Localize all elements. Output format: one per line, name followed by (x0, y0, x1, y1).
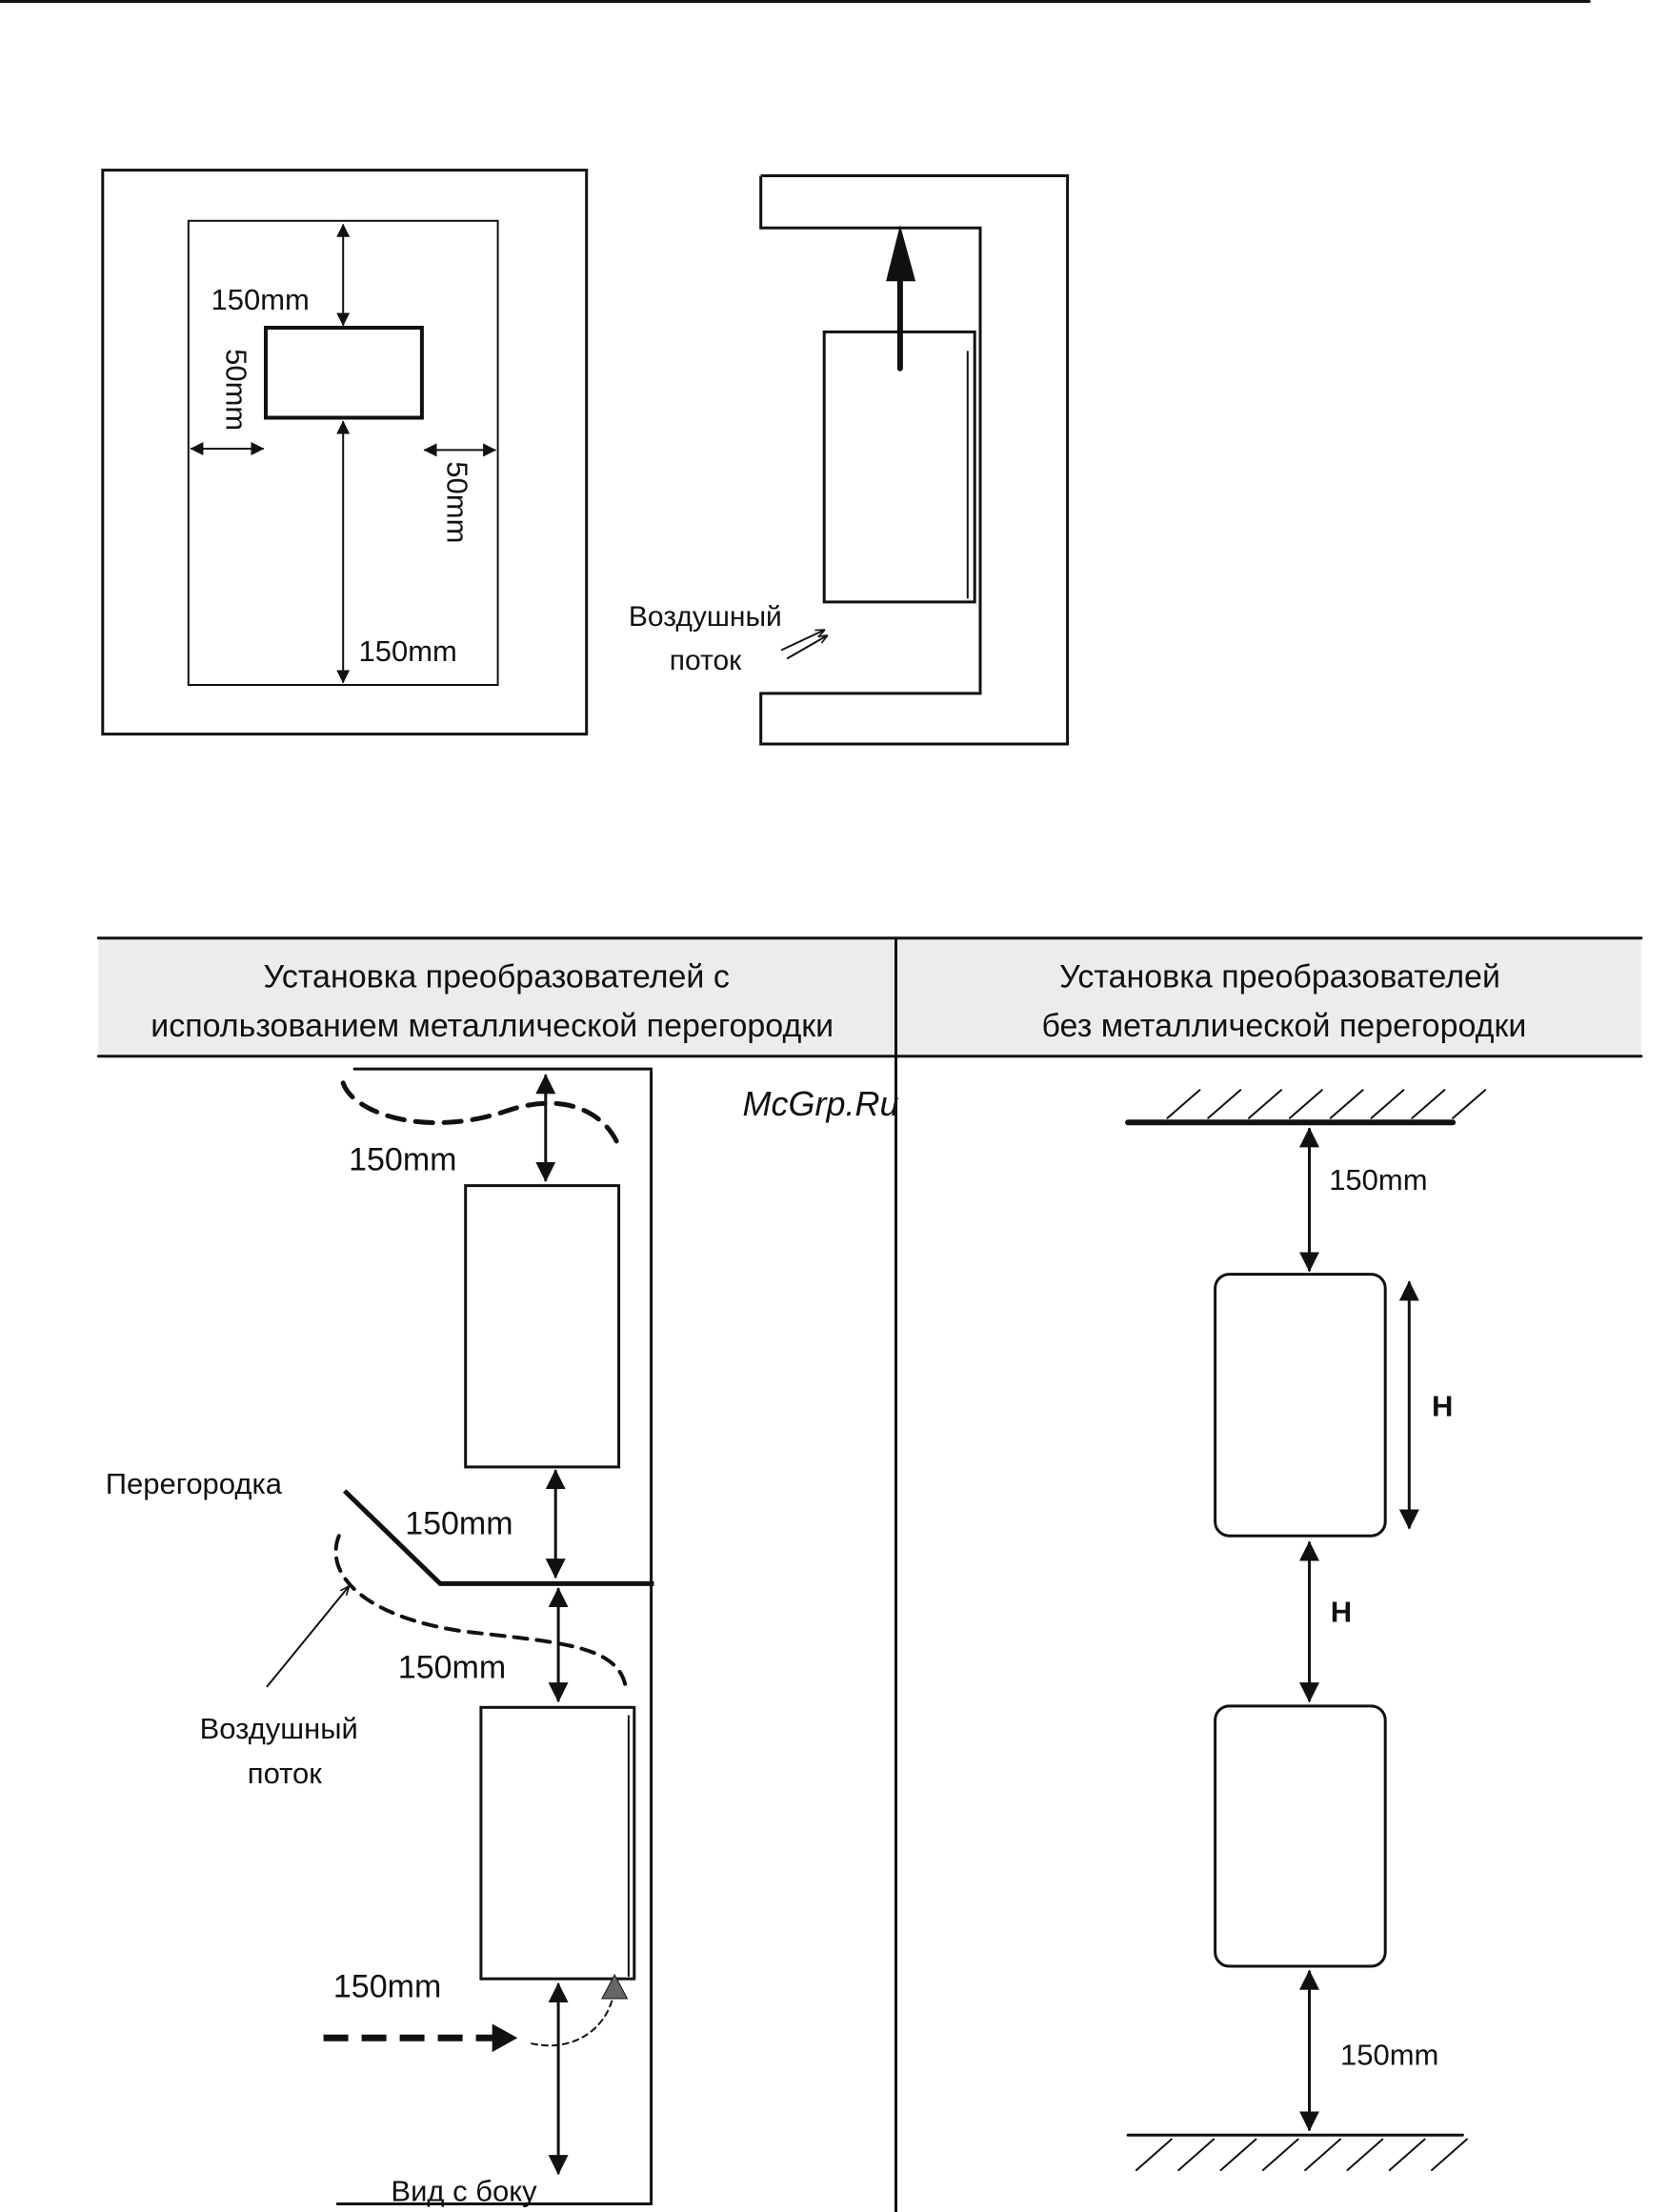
side-bracket (761, 176, 1068, 745)
left-lower-unit (481, 1707, 634, 1979)
right-ceiling-hatch (1412, 1090, 1444, 1118)
installation-table: Установка преобразователей с использовани… (98, 938, 1641, 2212)
right-floor-hatch (1136, 2140, 1172, 2171)
left-caption: Вид с боку (391, 2175, 537, 2208)
table-col-right-title-2: без металлической перегородки (1041, 1008, 1526, 1044)
left-airflow-top (343, 1083, 618, 1147)
side-air-label-1: Воздушный (629, 601, 782, 633)
right-gap-bottom-label: 150mm (1340, 2038, 1438, 2071)
right-ceiling-hatch (1167, 1090, 1199, 1118)
left-air-label-2: поток (248, 1757, 322, 1790)
front-top-gap-label: 150mm (211, 283, 310, 316)
right-gap-label: H (1331, 1595, 1352, 1628)
front-left-gap-label: 50mm (220, 349, 253, 431)
left-airflow-bottom-arrow-curve (532, 1986, 614, 2046)
right-height-label: H (1432, 1390, 1453, 1423)
right-floor-hatch (1432, 2140, 1467, 2171)
watermark: McGrp.Ru (743, 1084, 899, 1123)
right-upper-unit (1216, 1275, 1386, 1537)
side-air-in-arrow-2 (788, 635, 827, 658)
side-air-label-2: поток (670, 645, 742, 676)
right-ceiling (1128, 1090, 1485, 1122)
table-col-left-title-1: Установка преобразователей с (264, 958, 730, 995)
right-floor-hatch (1178, 2140, 1214, 2171)
table-col-left-title-2: использованием металлической перегородки (151, 1008, 834, 1044)
left-airflow-inlet-arrowhead (492, 2024, 518, 2053)
right-gap-top-label: 150mm (1329, 1163, 1427, 1196)
left-upper-unit (466, 1186, 619, 1467)
right-floor (1128, 2135, 1467, 2170)
right-lower-unit (1216, 1706, 1386, 1966)
front-view-clearance: 150mm 150mm 50mm 50mm (103, 171, 587, 734)
left-air-label-1: Воздушный (200, 1712, 358, 1745)
right-ceiling-hatch (1372, 1090, 1404, 1118)
right-ceiling-hatch (1290, 1090, 1322, 1118)
front-right-gap-label: 50mm (441, 461, 474, 543)
side-airflow-out-arrowhead (886, 225, 915, 281)
side-view-airflow: Воздушный поток (629, 176, 1068, 745)
left-panel-with-partition: 150mm150mm150mm150mmПерегородкаВоздушный… (106, 1069, 654, 2208)
front-outer-frame (103, 171, 587, 734)
right-floor-hatch (1305, 2140, 1340, 2171)
right-floor-hatch (1263, 2140, 1298, 2171)
right-ceiling-hatch (1249, 1090, 1281, 1118)
right-floor-hatch (1347, 2140, 1382, 2171)
table-col-right-title-1: Установка преобразователей (1059, 958, 1500, 995)
front-bottom-gap-label: 150mm (359, 634, 457, 668)
left-gap-mid-lower-label: 150mm (398, 1649, 506, 1685)
left-gap-top-label: 150mm (349, 1141, 456, 1177)
left-gap-bottom-label: 150mm (333, 1969, 441, 2005)
left-airflow-pointer (268, 1586, 350, 1686)
right-floor-hatch (1390, 2140, 1425, 2171)
left-partition-label: Перегородка (106, 1467, 283, 1500)
right-floor-hatch (1221, 2140, 1256, 2171)
right-ceiling-hatch (1331, 1090, 1363, 1118)
right-ceiling-hatch (1208, 1090, 1240, 1118)
right-ceiling-hatch (1453, 1090, 1485, 1118)
left-gap-mid-upper-label: 150mm (405, 1506, 512, 1542)
front-inverter-unit (266, 328, 422, 418)
side-inverter-unit (824, 332, 975, 602)
